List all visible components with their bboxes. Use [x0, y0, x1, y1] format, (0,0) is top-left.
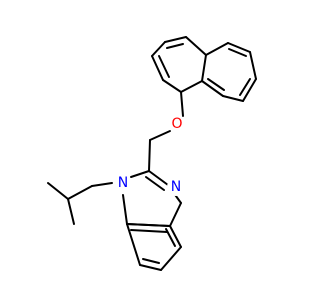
bond — [126, 223, 141, 266]
bond — [148, 139, 151, 172]
bond — [122, 194, 128, 225]
bond — [169, 202, 182, 227]
bond — [201, 54, 207, 82]
bond — [242, 78, 257, 102]
bond — [130, 229, 168, 233]
bond — [185, 36, 207, 56]
bond — [205, 42, 229, 56]
atom-labels: N N O — [114, 115, 186, 196]
bond — [169, 225, 182, 248]
bond — [151, 55, 164, 81]
atom-label-bg — [114, 174, 132, 192]
bond — [239, 78, 251, 96]
bond — [228, 48, 247, 57]
bond — [148, 170, 169, 186]
bond — [201, 80, 224, 97]
bond — [222, 95, 244, 102]
bond — [142, 258, 160, 264]
single-bonds — [47, 36, 257, 271]
bond — [227, 42, 251, 53]
bond — [145, 176, 165, 191]
bond — [162, 79, 182, 93]
bond — [180, 91, 184, 117]
bond — [160, 246, 182, 271]
bond — [166, 43, 184, 49]
bond — [67, 185, 93, 200]
atom-label-bg — [168, 115, 186, 133]
bond — [126, 223, 171, 227]
bond — [180, 80, 203, 93]
bond — [149, 130, 171, 141]
bond — [130, 170, 150, 178]
bond — [249, 51, 257, 80]
bond — [151, 41, 166, 57]
atom-label-o: O — [171, 116, 182, 132]
bond — [139, 264, 162, 271]
double-bonds — [126, 36, 257, 271]
atom-label-n3: N — [171, 179, 181, 195]
bond — [207, 78, 225, 91]
atom-label-bg — [167, 178, 185, 196]
bond — [158, 55, 170, 78]
bond — [47, 182, 69, 200]
bond — [67, 198, 75, 225]
bond — [164, 36, 187, 43]
molecule-structure-diagram: N N O — [47, 36, 257, 271]
atom-label-n1: N — [118, 175, 128, 191]
bond — [91, 182, 113, 187]
